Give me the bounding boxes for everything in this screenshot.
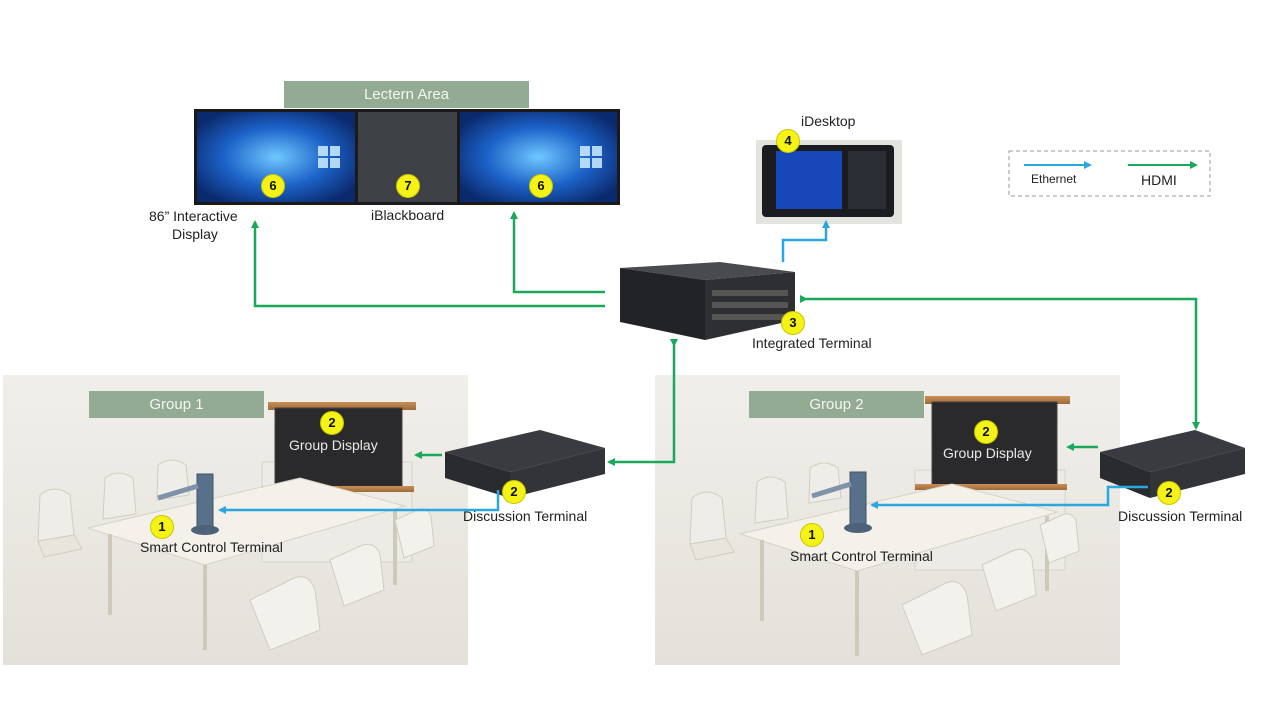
- group1-control-label: Smart Control Terminal: [140, 539, 283, 555]
- integrated-terminal-label: Integrated Terminal: [752, 335, 872, 351]
- group1-discussion-label: Discussion Terminal: [463, 508, 588, 524]
- interactive-display-label-line1: 86” Interactive: [149, 208, 238, 224]
- ethernet-link-idesktop: [781, 220, 830, 262]
- badge-interactive-display-right: 6: [529, 174, 553, 198]
- badge-interactive-display-left: 6: [261, 174, 285, 198]
- lectern-area-band: Lectern Area: [284, 81, 529, 108]
- badge-integrated-terminal: 3: [781, 311, 805, 335]
- group2-control-label: Smart Control Terminal: [790, 548, 933, 564]
- group1-display-label: Group Display: [289, 437, 378, 453]
- ethernet-link-group1-control: [218, 490, 500, 514]
- idesktop-label: iDesktop: [801, 113, 856, 129]
- group1-furniture: [37, 402, 605, 651]
- hdmi-link-left-display: [251, 220, 605, 308]
- group2-display-label: Group Display: [943, 445, 1032, 461]
- iblackboard-label: iBlackboard: [371, 207, 445, 223]
- group2-band: Group 2: [749, 391, 924, 418]
- badge-group1-control: 1: [150, 515, 174, 539]
- badge-group2-control: 1: [800, 523, 824, 547]
- badge-group2-display: 2: [974, 420, 998, 444]
- idesktop-device: [756, 140, 902, 224]
- badge-iblackboard: 7: [396, 174, 420, 198]
- group1-band: Group 1: [89, 391, 264, 418]
- interactive-display-label-line2: Display: [172, 226, 218, 242]
- badge-group2-discussion: 2: [1157, 481, 1181, 505]
- integrated-terminal-device: [620, 262, 795, 340]
- legend-hdmi-label: HDMI: [1141, 172, 1177, 188]
- badge-group1-display: 2: [320, 411, 344, 435]
- hdmi-link-right-display: [510, 211, 605, 294]
- hdmi-link-group1: [607, 339, 678, 466]
- legend-box: [1008, 150, 1211, 197]
- hdmi-link-group2: [800, 295, 1200, 430]
- badge-idesktop: 4: [776, 129, 800, 153]
- badge-group1-discussion: 2: [502, 480, 526, 504]
- group2-discussion-label: Discussion Terminal: [1118, 508, 1243, 524]
- legend-ethernet-label: Ethernet: [1031, 172, 1077, 186]
- ethernet-link-group2-control: [870, 485, 1148, 509]
